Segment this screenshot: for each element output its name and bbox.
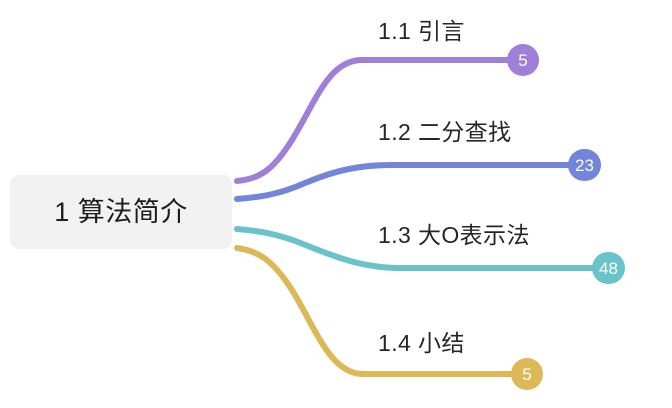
count-badge-1-1[interactable]: 5 <box>507 44 539 76</box>
root-node-label: 1 算法简介 <box>54 196 188 227</box>
count-badge-1-4[interactable]: 5 <box>511 358 543 390</box>
branch-curve-1-2 <box>234 162 581 202</box>
topic-label-1-2[interactable]: 1.2 二分查找 <box>378 119 512 145</box>
topic-label-1-1[interactable]: 1.1 引言 <box>378 18 465 44</box>
topic-label-1-3[interactable]: 1.3 大O表示法 <box>378 222 530 248</box>
root-node[interactable]: 1 算法简介 <box>10 175 232 249</box>
branch-curve-1-4 <box>234 245 519 377</box>
count-badge-1-2[interactable]: 23 <box>568 149 601 181</box>
topic-label-1-4[interactable]: 1.4 小结 <box>378 330 465 356</box>
count-badge-1-3[interactable]: 48 <box>592 252 625 284</box>
